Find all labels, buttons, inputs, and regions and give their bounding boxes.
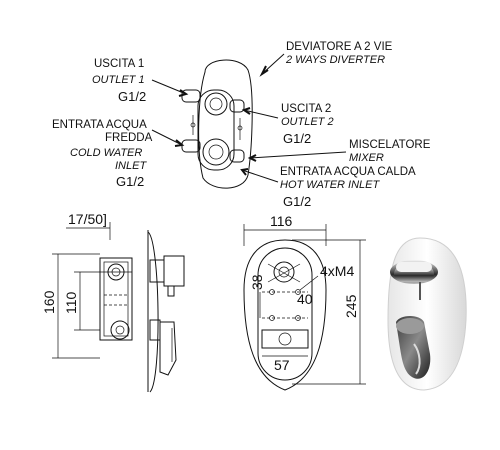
dim-front-height: 245 [343, 294, 359, 318]
dim-side-depth: 17/50] [68, 211, 107, 227]
cold-label-en-1: COLD WATER [70, 147, 142, 159]
product-photo [387, 237, 467, 391]
dim-front-width: 116 [270, 213, 293, 229]
dim-bottom-width: 57 [274, 357, 290, 373]
front-view [243, 224, 366, 391]
outlet2-size: G1/2 [283, 131, 311, 146]
diverter-label-en: 2 WAYS DIVERTER [285, 54, 385, 66]
side-section-view [52, 222, 185, 393]
dim-screw-offset-v: 38 [249, 274, 265, 290]
outlet2-label-it: USCITA 2 [281, 103, 331, 115]
leader-lines [151, 53, 347, 183]
valve-body-sketch [181, 59, 253, 189]
diverter-label-it: DEVIATORE A 2 VIE [286, 41, 393, 53]
hot-label-it: ENTRATA ACQUA CALDA [280, 166, 416, 178]
cold-label-en-2: INLET [115, 160, 147, 172]
dim-screws: 4xM4 [320, 263, 354, 279]
cold-size: G1/2 [116, 174, 144, 189]
cold-label-it-1: ENTRATA ACQUA [52, 119, 147, 131]
outlet1-label-en: OUTLET 1 [92, 74, 145, 86]
hot-size: G1/2 [283, 194, 311, 209]
hot-label-en: HOT WATER INLET [280, 179, 380, 191]
outlet1-size: G1/2 [118, 89, 146, 104]
dim-screw-offset-h: 40 [297, 291, 313, 307]
outlet1-label-it: USCITA 1 [94, 58, 144, 70]
outlet2-label-en: OUTLET 2 [281, 116, 334, 128]
mixer-label-it: MISCELATORE [349, 139, 431, 151]
cold-label-it-2: FREDDA [105, 132, 153, 144]
dim-side-height-inner: 110 [63, 291, 79, 314]
dim-side-height-outer: 160 [41, 290, 57, 314]
mixer-label-en: MIXER [349, 152, 384, 164]
